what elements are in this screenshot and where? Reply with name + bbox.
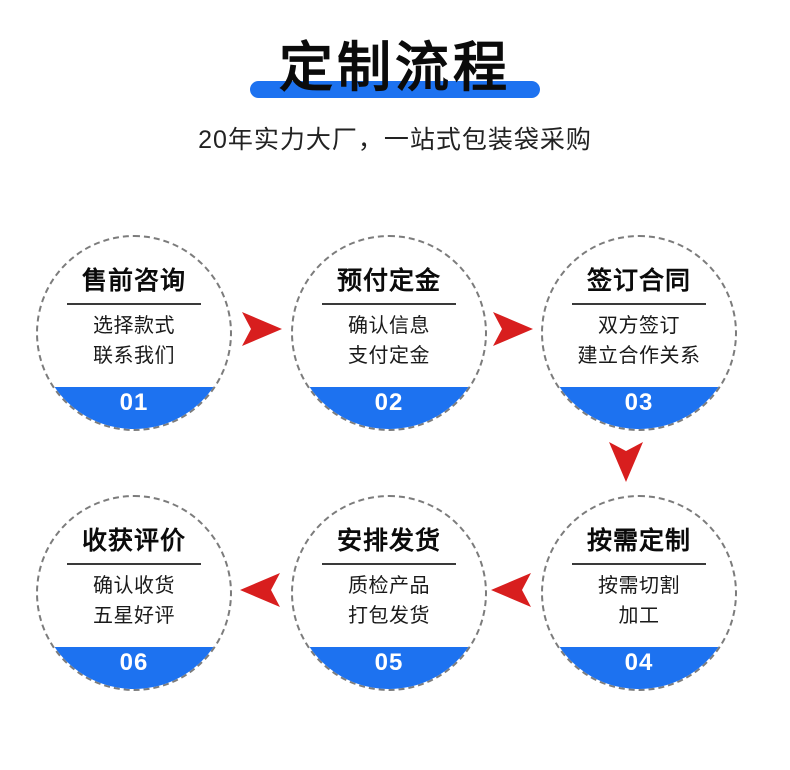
node-divider [572, 563, 706, 565]
blue-segment-01 [38, 237, 230, 429]
node-detail-line: 五星好评 [93, 605, 175, 627]
node-detail-line: 打包发货 [348, 605, 430, 627]
node-step-number: 05 [374, 649, 404, 676]
title-underline-bar [250, 81, 540, 98]
blue-segment-04 [543, 497, 735, 689]
arrow-down-icon [607, 438, 645, 484]
node-divider [322, 563, 456, 565]
process-flow-diagram: 售前咨询 选择款式 联系我们 01 预付定金 确认信息 支付定金 02 [0, 222, 790, 712]
node-title: 按需定制 [586, 527, 691, 555]
node-detail-line: 建立合作关系 [577, 345, 701, 367]
node-detail-line: 支付定金 [348, 345, 430, 367]
node-title: 安排发货 [336, 527, 441, 555]
flow-node-content-05: 安排发货 质检产品 打包发货 [293, 497, 485, 689]
flow-node-content-03: 签订合同 双方签订 建立合作关系 [543, 237, 735, 429]
node-detail-line: 加工 [618, 605, 660, 627]
blue-segment-06 [38, 497, 230, 689]
flow-node-01[interactable]: 售前咨询 选择款式 联系我们 01 [36, 235, 232, 431]
node-detail-line: 确认信息 [348, 315, 430, 337]
flow-node-03[interactable]: 签订合同 双方签订 建立合作关系 03 [541, 235, 737, 431]
flow-node-06[interactable]: 收获评价 确认收货 五星好评 06 [36, 495, 232, 691]
page-subtitle: 20年实力大厂，一站式包装袋采购 [198, 126, 592, 154]
node-step-number: 04 [624, 649, 654, 676]
node-title: 收获评价 [81, 527, 186, 555]
node-detail-line: 双方签订 [598, 315, 680, 337]
arrow-left-icon [489, 571, 535, 609]
node-title: 签订合同 [586, 267, 691, 295]
node-step-number: 03 [624, 389, 654, 416]
blue-segment-02 [293, 237, 485, 429]
flow-node-content-01: 售前咨询 选择款式 联系我们 [38, 237, 230, 429]
arrow-right-icon [238, 310, 284, 348]
title-wrapper: 定制流程 [250, 36, 540, 100]
arrow-right-icon [489, 310, 535, 348]
flow-node-05[interactable]: 安排发货 质检产品 打包发货 05 [291, 495, 487, 691]
node-detail-line: 质检产品 [348, 575, 430, 597]
node-step-number: 02 [374, 389, 404, 416]
page-title: 定制流程 [279, 38, 511, 98]
node-step-number: 06 [119, 649, 149, 676]
flow-node-02[interactable]: 预付定金 确认信息 支付定金 02 [291, 235, 487, 431]
arrow-left-icon [238, 571, 284, 609]
flow-node-04[interactable]: 按需定制 按需切割 加工 04 [541, 495, 737, 691]
flow-node-content-06: 收获评价 确认收货 五星好评 [38, 497, 230, 689]
node-detail-line: 按需切割 [598, 575, 680, 597]
node-divider [67, 563, 201, 565]
node-detail-line: 联系我们 [93, 345, 175, 367]
page-header: 定制流程 20年实力大厂，一站式包装袋采购 [0, 0, 790, 156]
node-divider [322, 303, 456, 305]
node-divider [67, 303, 201, 305]
node-title: 预付定金 [336, 267, 441, 295]
node-detail-line: 选择款式 [93, 315, 175, 337]
node-detail-line: 确认收货 [93, 575, 175, 597]
blue-segment-03 [543, 237, 735, 429]
node-divider [572, 303, 706, 305]
blue-segment-05 [293, 497, 485, 689]
flow-node-content-02: 预付定金 确认信息 支付定金 [293, 237, 485, 429]
node-title: 售前咨询 [81, 267, 186, 295]
node-step-number: 01 [119, 389, 149, 416]
flow-node-content-04: 按需定制 按需切割 加工 [543, 497, 735, 689]
